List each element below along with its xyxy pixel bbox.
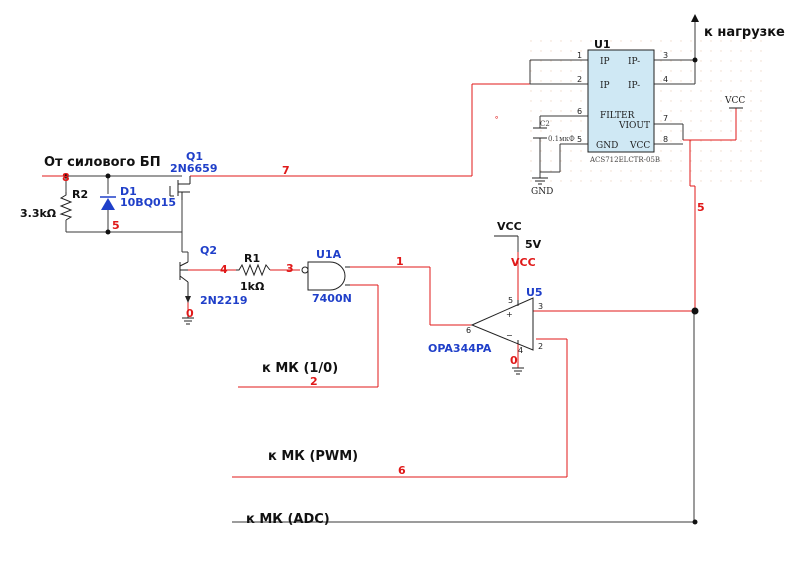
u5-value: OPA344PA	[428, 342, 492, 355]
opa-pin-5: 5	[508, 296, 513, 305]
u1-ref: U1	[594, 38, 611, 51]
pin-ipm-2: IP-	[628, 81, 640, 91]
opa-pin-4: 4	[518, 346, 523, 355]
pin-num-1: 1	[577, 51, 582, 60]
opa-plus: +	[506, 310, 513, 319]
pin-gnd: GND	[596, 141, 618, 151]
label-mk-10: к МК (1/0)	[262, 361, 338, 376]
pin-num-5: 5	[577, 135, 582, 144]
net-4: 4	[220, 263, 228, 276]
opa-pin-3: 3	[538, 302, 543, 311]
u1a-ref: U1A	[316, 248, 342, 261]
pin-ip-2: IP	[600, 81, 610, 91]
net-0b: 0	[510, 354, 518, 367]
ground-q2-icon	[182, 317, 194, 325]
label-mk-pwm: к МК (PWM)	[268, 449, 358, 464]
opa-pin-6: 6	[466, 326, 471, 335]
opa-pin-2: 2	[538, 342, 543, 351]
q1-ref: Q1	[186, 150, 203, 163]
net-8: 8	[62, 171, 70, 184]
junctions	[63, 57, 699, 525]
vcc-red: VCC	[511, 256, 536, 269]
q2-value: 2N2219	[200, 294, 247, 307]
pin-num-6: 6	[577, 107, 582, 116]
ground-chip-icon	[532, 177, 548, 185]
d1-value: 10BQ015	[120, 196, 176, 209]
r2-ref: R2	[72, 188, 88, 201]
net-6: 6	[398, 464, 406, 477]
d1-ref: D1	[120, 185, 137, 198]
net-1: 1	[396, 255, 404, 268]
pin-vcc: VCC	[629, 141, 650, 151]
net-2: 2	[310, 375, 318, 388]
u1a-value: 7400N	[312, 292, 352, 305]
r1-value: 1kΩ	[240, 280, 265, 293]
label-to-load: к нагрузке	[704, 25, 785, 40]
pin-ip-1: IP	[600, 57, 610, 67]
arrow-up-icon	[691, 14, 699, 22]
mosfet-q1-symbol	[169, 176, 191, 200]
pin-num-3: 3	[663, 51, 668, 60]
nand-gate-u1a-symbol	[301, 261, 350, 291]
q2-ref: Q2	[200, 244, 217, 257]
cap-ref: C2	[540, 120, 550, 128]
pin-num-8: 8	[663, 135, 668, 144]
label-power-source: От силового БП	[44, 155, 161, 170]
pin-filter: FILTER	[600, 111, 635, 121]
net-5b: 5	[697, 201, 705, 214]
stray-mark: ∘	[494, 113, 499, 122]
pin-ipm-1: IP-	[628, 57, 640, 67]
cap-value: 0.1мкФ	[548, 135, 575, 143]
pin-num-4: 4	[663, 75, 668, 84]
r1-ref: R1	[244, 252, 260, 265]
red-wires	[42, 83, 737, 478]
u1-part: ACS712ELCTR-05B	[589, 156, 660, 164]
resistor-r1-symbol	[236, 263, 271, 277]
u5-ref: U5	[526, 286, 543, 299]
pin-viout: VIOUT	[618, 121, 650, 131]
dark-wires	[65, 20, 696, 523]
net-3: 3	[286, 262, 294, 275]
q2-emitter-arrow-icon	[185, 296, 191, 303]
label-mk-adc: к МК (ADC)	[246, 512, 330, 527]
resistor-r2-symbol	[59, 192, 73, 221]
pin-num-2: 2	[577, 75, 582, 84]
pin-num-7: 7	[663, 114, 668, 123]
r2-value: 3.3kΩ	[20, 207, 57, 220]
transistor-q2-symbol	[179, 261, 189, 300]
capacitor-c2-symbol	[533, 127, 547, 139]
net-5a: 5	[112, 219, 120, 232]
supply-5v: 5V	[525, 238, 542, 251]
opamp-u5-symbol	[470, 297, 534, 351]
net-0a: 0	[186, 307, 194, 320]
sensor-u1-symbol	[587, 49, 655, 153]
vcc-main: VCC	[497, 220, 522, 233]
net-7: 7	[282, 164, 290, 177]
diode-d1-symbol	[100, 196, 116, 210]
opa-minus: −	[506, 331, 513, 340]
vcc-right: VCC	[724, 96, 745, 106]
gnd-label: GND	[531, 187, 553, 197]
q1-value: 2N6659	[170, 162, 217, 175]
ground-opa-icon	[512, 367, 524, 375]
